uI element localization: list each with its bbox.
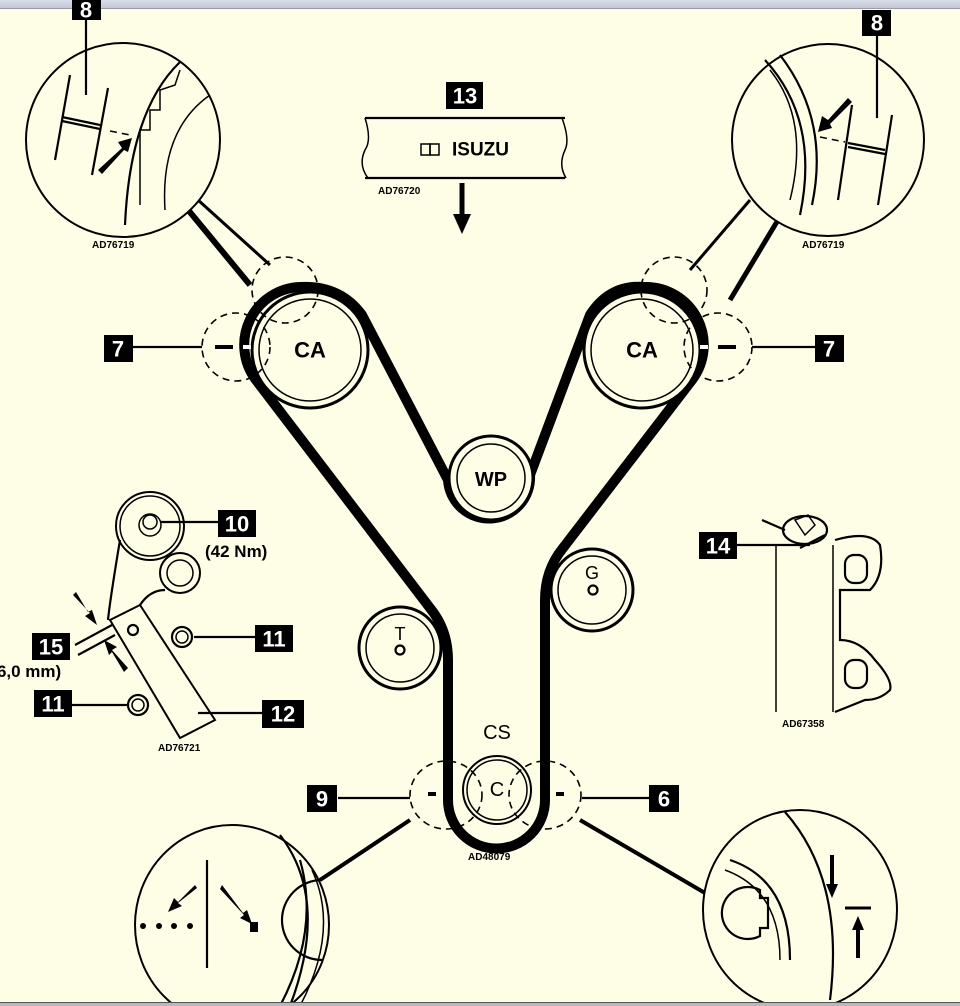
figure-code-cam-right: AD76719 [802,240,845,251]
figure-code-cam-left: AD76719 [92,240,135,251]
svg-text:10: 10 [225,512,249,537]
tensioner-detail: (42 Nm) (4,0-6,0 mm) AD76721 [0,491,267,754]
mark-circle-6 [508,760,582,830]
mark-circle-7-left [201,312,271,382]
svg-text:C: C [490,779,504,801]
window-bottom-bar [0,1002,960,1006]
callout-13: 13 [446,82,483,109]
arrow-up-icon [852,916,864,930]
camshaft-pulley-right: CA [582,290,702,410]
mark-circle-cam-left-top [251,256,319,324]
figure-code-crank: AD48079 [468,852,511,863]
figure-code-sensor: AD67358 [782,719,825,730]
callout-8-right: 8 [862,10,891,36]
callout-7-right: 7 [815,335,844,362]
svg-text:8: 8 [871,11,883,36]
window-top-bar [0,0,960,9]
torque-note: (42 Nm) [205,542,267,561]
tensioner-pulley: T [357,605,443,691]
svg-text:11: 11 [262,627,285,652]
pulley-label-ca-left: CA [294,338,326,363]
gap-note: (4,0-6,0 mm) [0,662,61,681]
callout-12: 12 [262,700,304,728]
mark-circle-9 [409,760,483,830]
svg-text:9: 9 [316,787,328,812]
guide-pulley: G [549,547,635,633]
svg-text:7: 7 [112,337,124,362]
cam-detail-left: AD76719 [25,42,272,287]
callout-6: 6 [649,785,679,812]
svg-text:8: 8 [80,0,92,23]
timing-belt [239,281,709,854]
svg-text:12: 12 [271,702,295,727]
callout-14: 14 [699,532,737,559]
callout-7-left: 7 [104,335,133,362]
mark-circle-cam-right-top [640,256,708,324]
belt-marking-detail: ISUZU AD76720 [361,116,568,234]
svg-text:14: 14 [706,534,731,559]
sensor-detail: AD67358 [737,514,892,730]
pulley-label-wp: WP [475,469,507,491]
arrow-down-icon [826,884,838,898]
water-pump-pulley: WP [447,434,535,522]
svg-text:11: 11 [41,692,64,717]
callout-11-upper: 11 [255,625,293,652]
callout-10: 10 [218,510,256,537]
callout-9: 9 [307,785,337,812]
crank-detail-left [134,818,412,1006]
figure-code-tensioner: AD76721 [158,743,201,754]
svg-text:6: 6 [658,787,670,812]
crank-detail-right [578,809,898,1006]
pulley-label-cs: CS [483,722,511,744]
camshaft-pulley-left: CA [250,290,370,410]
callout-11-lower: 11 [34,690,72,717]
belt-brand-text: ISUZU [452,140,509,161]
figure-code-belt: AD76720 [378,186,421,197]
svg-text:7: 7 [823,337,835,362]
callout-15: 15 [32,633,70,660]
pulley-label-t: T [395,624,406,644]
pulley-label-g: G [585,563,599,583]
cam-detail-right: AD76719 [688,35,925,302]
callout-8-left: 8 [72,0,101,23]
pulley-label-ca-right: CA [626,338,658,363]
svg-text:13: 13 [453,84,477,109]
arrow-down-icon [453,214,471,234]
svg-text:15: 15 [39,635,63,660]
